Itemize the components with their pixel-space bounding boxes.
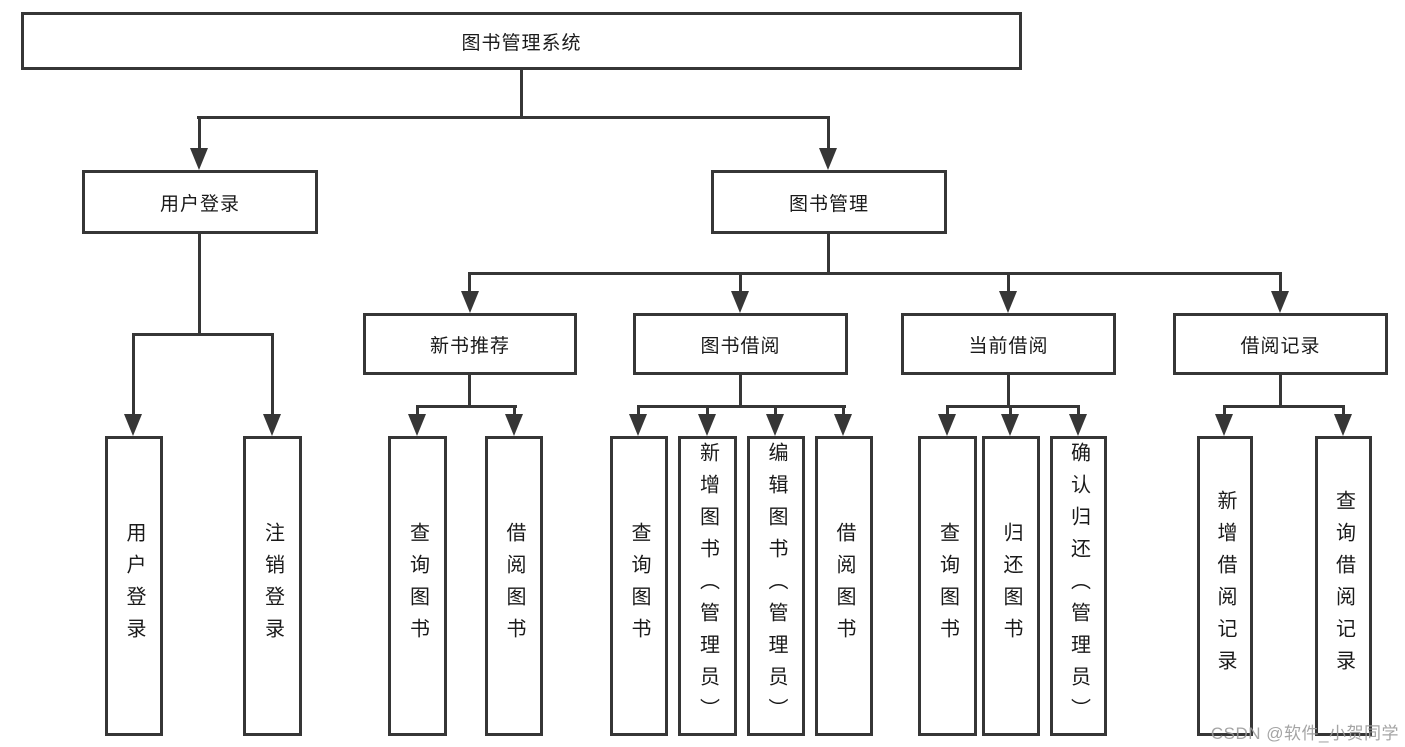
watermark: CSDN @软件_小贺同学 (1210, 724, 1399, 743)
arrow-down-icon (698, 414, 716, 436)
arrow-down-icon (1271, 291, 1289, 313)
leaf-br-add-record: 新增借阅记录 (1197, 436, 1253, 736)
leaf-bb-edit-books-admin: 编辑图书（管理员） (747, 436, 805, 736)
leaf-user-login: 用户登录 (105, 436, 163, 736)
connector-line (1223, 405, 1226, 417)
connector-line (774, 405, 777, 417)
connector-line (1342, 405, 1345, 417)
connector-line (468, 272, 471, 294)
leaf-cb-confirm-return-admin: 确认归还（管理员） (1050, 436, 1107, 736)
arrow-down-icon (1069, 414, 1087, 436)
connector-line (739, 375, 742, 407)
connector-line (1077, 405, 1080, 417)
node-current-borrow: 当前借阅 (901, 313, 1116, 375)
node-borrow-records: 借阅记录 (1173, 313, 1388, 375)
connector-line (132, 333, 135, 416)
connector-line (132, 333, 274, 336)
arrow-down-icon (629, 414, 647, 436)
arrow-down-icon (1001, 414, 1019, 436)
arrow-down-icon (408, 414, 426, 436)
node-user-login: 用户登录 (82, 170, 318, 234)
leaf-bb-query-books: 查询图书 (610, 436, 668, 736)
arrow-down-icon (263, 414, 281, 436)
connector-line (637, 405, 640, 417)
arrow-down-icon (766, 414, 784, 436)
connector-line (1009, 405, 1012, 417)
arrow-down-icon (461, 291, 479, 313)
connector-line (197, 116, 830, 119)
connector-line (1007, 375, 1010, 407)
connector-line (416, 405, 419, 417)
leaf-cb-query-books: 查询图书 (918, 436, 977, 736)
arrow-down-icon (1334, 414, 1352, 436)
arrow-down-icon (505, 414, 523, 436)
leaf-bb-add-books-admin: 新增图书（管理员） (678, 436, 737, 736)
connector-line (827, 116, 830, 152)
leaf-logout: 注销登录 (243, 436, 302, 736)
connector-line (706, 405, 709, 417)
connector-line (1007, 272, 1010, 294)
leaf-br-query-record: 查询借阅记录 (1315, 436, 1372, 736)
node-book-borrow: 图书借阅 (633, 313, 848, 375)
leaf-nbr-query-books: 查询图书 (388, 436, 447, 736)
connector-line (271, 333, 274, 416)
connector-line (637, 405, 846, 408)
leaf-nbr-borrow-books: 借阅图书 (485, 436, 543, 736)
arrow-down-icon (834, 414, 852, 436)
leaf-cb-return-books: 归还图书 (982, 436, 1040, 736)
node-new-book-recommend: 新书推荐 (363, 313, 577, 375)
connector-line (416, 405, 517, 408)
arrow-down-icon (938, 414, 956, 436)
arrow-down-icon (999, 291, 1017, 313)
connector-line (946, 405, 1080, 408)
connector-line (468, 375, 471, 407)
node-book-management: 图书管理 (711, 170, 947, 234)
connector-line (520, 70, 523, 119)
connector-line (1223, 405, 1345, 408)
arrow-down-icon (1215, 414, 1233, 436)
arrow-down-icon (731, 291, 749, 313)
arrow-down-icon (819, 148, 837, 170)
connector-line (1279, 272, 1282, 294)
connector-line (513, 405, 516, 417)
connector-line (198, 116, 201, 152)
arrow-down-icon (124, 414, 142, 436)
arrow-down-icon (190, 148, 208, 170)
connector-line (739, 272, 742, 294)
connector-line (468, 272, 1282, 275)
node-root-system: 图书管理系统 (21, 12, 1022, 70)
connector-line (827, 234, 830, 274)
connector-line (198, 234, 201, 335)
connector-line (946, 405, 949, 417)
connector-line (842, 405, 845, 417)
connector-line (1279, 375, 1282, 407)
leaf-bb-borrow-books: 借阅图书 (815, 436, 873, 736)
